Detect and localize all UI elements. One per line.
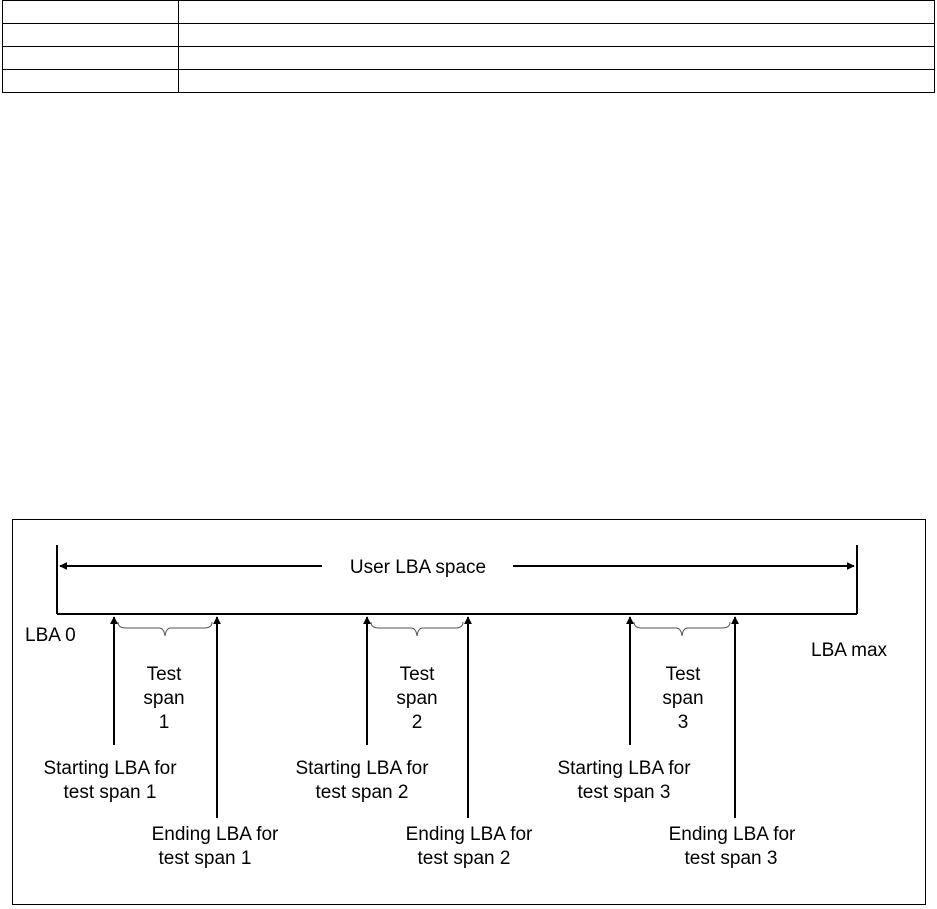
header-table: [2, 0, 935, 93]
table-row: [2, 69, 935, 93]
span-3-brace: [633, 621, 731, 637]
figure-frame: [12, 519, 926, 905]
span-2-brace: [370, 621, 464, 637]
span-1-end-label-line2: test span 1: [159, 848, 252, 869]
span-1-number: 1: [159, 712, 170, 733]
span-3-name-line2: span: [662, 688, 703, 709]
table-cell-value: [178, 69, 935, 93]
span-2-end-label-line2: test span 2: [418, 848, 511, 869]
table-cell-label: [2, 69, 179, 93]
span-2-number: 2: [412, 712, 423, 733]
table-cell-value: [178, 46, 935, 70]
span-1-name-line2: span: [143, 688, 184, 709]
span-1-start-label-line2: test span 1: [64, 782, 157, 803]
span-2-start-label-line2: test span 2: [316, 782, 409, 803]
span-1-brace: [117, 621, 213, 637]
span-3-end-label-line1: Ending LBA for: [669, 824, 796, 845]
span-3-start-label-line2: test span 3: [578, 782, 671, 803]
span-1-end-label-line1: Ending LBA for: [152, 824, 279, 845]
span-1-name-line1: Test: [147, 664, 183, 685]
span-3-name-line1: Test: [666, 664, 702, 685]
lba-max-label: LBA max: [811, 640, 888, 661]
table-cell-label: [2, 23, 179, 47]
lba-0-label: LBA 0: [25, 625, 76, 646]
span-3-end-label-line2: test span 3: [685, 848, 778, 869]
span-3-number: 3: [678, 712, 689, 733]
span-1-start-label-line1: Starting LBA for: [43, 758, 177, 779]
table-row: [2, 46, 935, 70]
span-2-name-line1: Test: [400, 664, 436, 685]
span-2-name-line2: span: [396, 688, 437, 709]
user-lba-space-label: User LBA space: [350, 557, 486, 578]
span-3-start-label-line1: Starting LBA for: [557, 758, 691, 779]
span-2-start-label-line1: Starting LBA for: [295, 758, 429, 779]
span-2-end-label-line1: Ending LBA for: [406, 824, 533, 845]
